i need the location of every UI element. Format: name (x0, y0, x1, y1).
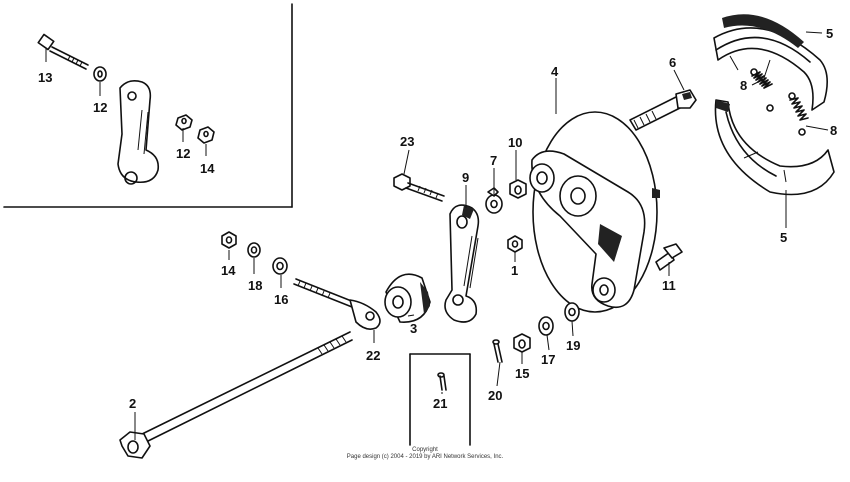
copyright-line-2: Page design (c) 2004 - 2019 by ARI Netwo… (347, 454, 504, 460)
callout-14-b: 14 (221, 263, 236, 278)
part-5-shoe-lower (714, 99, 835, 196)
callout-21: 21 (433, 396, 447, 411)
callout-7: 7 (490, 153, 497, 168)
callout-14-a: 14 (200, 161, 215, 176)
part-7-washer (485, 187, 503, 214)
callout-22: 22 (366, 348, 380, 363)
part-6-camshaft (629, 89, 697, 131)
inset-frame (3, 3, 293, 208)
part-22-rod (293, 278, 381, 330)
callout-11: 11 (662, 278, 676, 293)
part-brake-arm-inset (117, 80, 160, 185)
copyright-line-1: Copyright (412, 447, 438, 453)
callout-18: 18 (248, 278, 262, 293)
part-19-washer (564, 302, 580, 322)
callout-8-a: 8 (740, 78, 747, 93)
part-8-spring-left (750, 68, 774, 112)
part-12-washer (93, 66, 107, 82)
callout-12-a: 12 (93, 100, 107, 115)
part-17-washer (538, 316, 554, 336)
callout-12-b: 12 (176, 146, 190, 161)
callout-13: 13 (38, 70, 52, 85)
part-15-nut (513, 333, 531, 353)
callout-6: 6 (669, 55, 676, 70)
part-16-washer (272, 257, 288, 275)
callout-23: 23 (400, 134, 414, 149)
leader-lines (45, 31, 829, 440)
callout-16: 16 (274, 292, 288, 307)
part-23-bolt (393, 173, 445, 202)
part-18-washer (247, 242, 261, 258)
part-1-nut (507, 235, 523, 253)
callout-5-b: 5 (780, 230, 787, 245)
part-14-nut (221, 231, 237, 249)
part-8-spring-right (788, 92, 809, 136)
part-5-shoe-upper (713, 14, 828, 111)
callout-9: 9 (462, 170, 469, 185)
callout-10: 10 (508, 135, 522, 150)
part-10-nut (509, 179, 527, 199)
part-20-cotter-pin (492, 339, 503, 363)
part-13-bolt (37, 33, 89, 70)
callout-1: 1 (511, 263, 518, 278)
callout-17: 17 (541, 352, 555, 367)
part-3-spacer (384, 273, 431, 323)
part-12-washer-b (175, 114, 193, 131)
part-4-brake-panel (529, 111, 660, 313)
callout-19: 19 (566, 338, 580, 353)
part-9-lever (444, 204, 480, 323)
part-14-nut-inset (197, 126, 215, 144)
callout-20: 20 (488, 388, 502, 403)
callout-2: 2 (129, 396, 136, 411)
callout-4: 4 (551, 64, 559, 79)
callout-15: 15 (515, 366, 529, 381)
part-2-axle (119, 331, 353, 459)
callout-8-b: 8 (830, 123, 837, 138)
part-21-box (409, 353, 471, 446)
callout-3: 3 (410, 321, 417, 336)
part-11-pin (655, 243, 683, 271)
callout-5-a: 5 (826, 26, 833, 41)
